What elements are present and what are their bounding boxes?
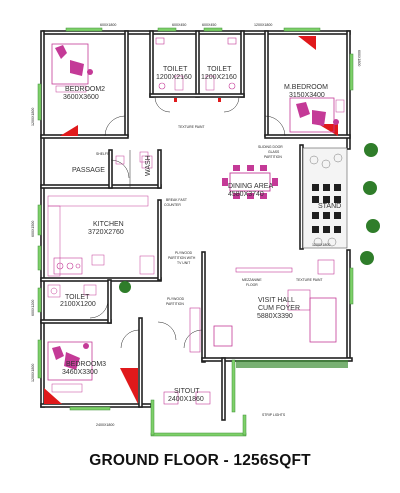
note-shelfs: SHELFS (96, 152, 110, 156)
door-marker-mbedroom-2 (318, 124, 338, 136)
interior-walls (40, 30, 353, 421)
plant-icon (363, 181, 377, 195)
toilet3-fixtures (47, 284, 97, 298)
toilet3-size: 2100X1200 (60, 301, 96, 308)
plants (119, 143, 380, 368)
dim-left-vert3: 600X1200 (31, 300, 35, 316)
dining-name: DINING AREA (228, 183, 273, 190)
door-marker-bedroom3 (120, 368, 138, 404)
door-swings (89, 96, 286, 349)
dim-top4: 1200X1800 (254, 23, 272, 27)
toilet2-fixtures (205, 37, 237, 91)
wash-name: WASH (145, 155, 152, 176)
toilet1-size: 1200X2160 (156, 74, 192, 81)
kitchen-fixtures (47, 155, 155, 277)
note-partition2: PARTITION (166, 302, 184, 306)
visithall-name2: CUM FOYER (258, 305, 300, 312)
note-texture-paint2: TEXTURE PAINT (296, 278, 323, 282)
dim-bottom: 2400X1800 (96, 423, 114, 427)
dim-left-vert2: 600X1500 (31, 221, 35, 237)
plan-title: GROUND FLOOR - 1256SQFT (89, 452, 311, 469)
visithall-name: VISIT HALL (258, 297, 295, 304)
dim-top1: 600X1800 (100, 23, 116, 27)
toilet3-name: TOILET (65, 294, 90, 301)
dim-top3: 600X450 (202, 23, 216, 27)
kitchen-name: KITCHEN (93, 221, 124, 228)
mbedroom-size: 3150X3400 (289, 92, 325, 99)
note-plywood2: PLYWOOD (167, 297, 185, 301)
annotation-notes: TEXTURE PAINT SLIDING DOOR GLASS PARTITI… (96, 125, 323, 417)
door-marker-mbedroom (298, 36, 316, 50)
note-plywood: PLYWOOD (175, 251, 193, 255)
dining-size: 4580X3740 (228, 191, 264, 198)
passage-name: PASSAGE (72, 167, 105, 174)
note-partition-tv: PARTITION WITH (168, 256, 196, 260)
visit-hall-furniture (189, 259, 337, 353)
note-glass: GLASS (268, 150, 280, 154)
dimension-labels: 600X1800 600X450 600X450 1200X1800 600X1… (31, 23, 361, 427)
dim-right-mid: 1200X1800 (312, 243, 330, 247)
bedroom2-name: BEDROOM2 (65, 86, 105, 93)
mbedroom-bed (289, 97, 345, 133)
kitchen-size: 3720X2760 (88, 229, 124, 236)
sitout-size: 2400X1860 (168, 396, 204, 403)
door-marker-bedroom3-2 (44, 388, 62, 404)
sitout-name: SITOUT (174, 388, 200, 395)
dining-table (222, 165, 278, 199)
plant-icon (364, 143, 378, 157)
mbedroom-name: M.BEDROOM (284, 84, 328, 91)
toilet2-size: 1200X2160 (201, 74, 237, 81)
toilet2-name: TOILET (207, 66, 232, 73)
dim-left-vert4: 1200X1800 (31, 364, 35, 382)
note-floor: FLOOR (246, 283, 258, 287)
room-labels: BEDROOM2 3600X3600 TOILET 1200X2160 TOIL… (60, 66, 341, 403)
note-sliding-door: SLIDING DOOR (258, 145, 283, 149)
note-strip-lights: STRIP LIGHTS (262, 413, 286, 417)
note-counter: COUNTER (164, 203, 181, 207)
sitout-furniture (163, 391, 211, 405)
toilet1-fixtures (155, 37, 184, 91)
bedroom3-bed (47, 341, 93, 393)
door-marker-bedroom2 (60, 125, 78, 136)
dim-top2: 600X450 (172, 23, 186, 27)
note-partition: PARTITION (264, 155, 282, 159)
note-texture-paint: TEXTURE PAINT (178, 125, 205, 129)
stand-name: STAND (318, 203, 341, 210)
bedroom3-size: 3460X3300 (62, 369, 98, 376)
bedroom2-size: 3600X3600 (63, 94, 99, 101)
plant-icon (360, 251, 374, 265)
toilet1-name: TOILET (163, 66, 188, 73)
stand-paving (302, 147, 348, 249)
plant-icon (366, 219, 380, 233)
bedroom2-bed (51, 43, 93, 93)
passage-wash (129, 150, 149, 187)
visithall-size: 5880X3390 (257, 313, 293, 320)
note-breakfast: BREAK FAST (166, 198, 187, 202)
windows (37, 27, 354, 437)
dim-right-vert: 600X1800 (357, 50, 361, 66)
note-mezzanine: MEZZANINE (242, 278, 262, 282)
note-tv-unit: TV UNIT (177, 261, 190, 265)
bedroom3-name: BEDROOM3 (66, 361, 106, 368)
door-markers (44, 36, 338, 404)
plant-icon (119, 281, 131, 293)
dim-left-vert1: 1200X1800 (31, 108, 35, 126)
